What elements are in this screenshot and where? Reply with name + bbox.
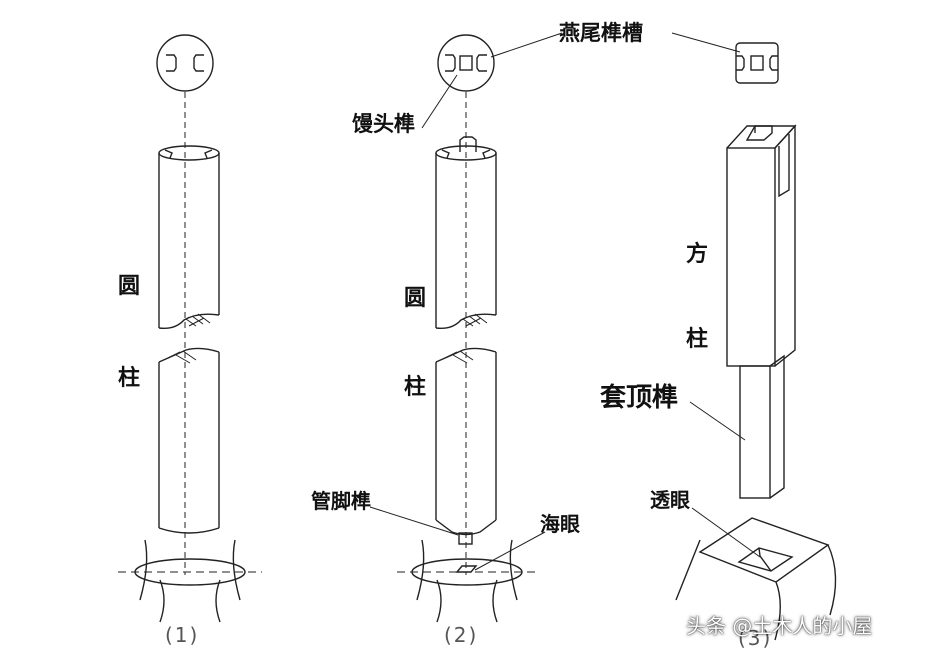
- figure-number-2: (2): [444, 623, 479, 647]
- fig2-leader-mantou: [421, 74, 458, 129]
- fig2-top-section-circle: [437, 34, 495, 92]
- fig3-column-front-face: [726, 147, 776, 367]
- fig3-leader-taoding: [689, 401, 746, 441]
- label-haiyan-hole: 海眼: [540, 512, 580, 536]
- fig3-top-section-box: [735, 42, 779, 84]
- fig1-soil-curve-right: [232, 539, 241, 601]
- fig2-label-round-char1: 圆: [404, 285, 427, 311]
- fig3-leader-touyan: [691, 507, 761, 558]
- fig2-round-column: [369, 32, 741, 623]
- fig1-top-section-circle: [156, 34, 214, 92]
- fig1-section-mortise-right: [193, 54, 204, 72]
- fig1-soil-curve-left2: [159, 579, 165, 623]
- label-mantou-tenon: 馒头榫: [352, 111, 415, 136]
- fig2-upper-break-hatch: [462, 313, 488, 327]
- fig2-soil-curve-left: [416, 539, 425, 601]
- fig1-top-dovetail-left: [164, 149, 173, 159]
- fig3-section-mortise-left: [736, 55, 745, 71]
- fig1-label-column-char2: 柱: [118, 365, 141, 391]
- fig2-section-mortise-right: [476, 54, 487, 72]
- fig2-soil-curve-right2: [492, 579, 498, 623]
- fig2-section-center-square: [459, 55, 473, 71]
- fig2-mantou-tenon: [459, 136, 477, 152]
- fig1-lower-break: [158, 347, 220, 363]
- fig3-soil-curve-right: [827, 544, 837, 616]
- fig2-upper-break: [435, 313, 497, 330]
- fig2-section-mortise-left: [445, 54, 456, 72]
- fig1-top-ellipse: [158, 145, 220, 161]
- fig1-top-dovetail-right: [204, 149, 213, 159]
- fig3-soil-curve-left: [675, 539, 701, 601]
- watermark-text: 头条 @土木人的小屋: [686, 614, 873, 638]
- fig2-soil-curve-left2: [436, 579, 442, 623]
- fig2-bottom-taper: [435, 519, 497, 536]
- fig2-leader-guanjiao: [369, 506, 459, 536]
- fig3-label-column-char2: 柱: [686, 326, 709, 352]
- label-guanjiao-tenon: 管脚榫: [311, 489, 371, 513]
- fig3-touyan-hole: [737, 547, 794, 572]
- fig3-section-mortise-right: [769, 55, 778, 71]
- figure-number-1: (1): [165, 623, 200, 647]
- fig1-label-round-char1: 圆: [118, 273, 141, 299]
- fig3-label-square-char1: 方: [686, 241, 709, 267]
- fig1-section-mortise-left: [166, 54, 177, 72]
- fig3-square-column: [675, 42, 837, 641]
- fig1-upper-break-hatch: [185, 313, 211, 327]
- fig3-soil-curve-mid: [774, 581, 781, 641]
- fig2-top-dovetail-left: [441, 149, 450, 159]
- label-taoding-tenon: 套顶榫: [600, 383, 679, 413]
- fig3-touyan-hole-inner: [758, 547, 772, 572]
- label-touyan-hole: 透眼: [650, 488, 690, 512]
- fig3-section-center-square: [750, 55, 764, 71]
- fig3-taoding-tenon-side: [769, 354, 785, 499]
- fig2-soil-curve-right: [509, 539, 518, 601]
- fig3-taoding-tenon-front: [739, 365, 771, 499]
- fig3-column-side-face: [774, 124, 796, 367]
- fig1-lower-break-hatch: [167, 350, 197, 364]
- fig1-round-column: [118, 34, 262, 623]
- fig2-lower-break-hatch: [444, 350, 474, 364]
- fig3-top-mortise: [745, 125, 773, 141]
- figure-number-3: (3): [738, 626, 773, 650]
- fig1-upper-break: [158, 313, 220, 330]
- fig1-soil-curve-right2: [215, 579, 221, 623]
- fig2-label-column-char2: 柱: [404, 374, 427, 400]
- fig3-side-dovetail-slot: [778, 134, 790, 198]
- label-dovetail-mortise: 燕尾榫槽: [559, 20, 643, 45]
- fig2-leader-dovetail: [490, 32, 563, 58]
- fig3-leader-dovetail: [671, 32, 741, 53]
- fig2-guanjiao-tenon: [458, 532, 473, 545]
- fig2-top-dovetail-right: [482, 149, 491, 159]
- fig2-lower-break: [435, 347, 497, 363]
- fig1-bottom-edge: [158, 527, 220, 534]
- fig1-soil-curve-left: [139, 539, 148, 601]
